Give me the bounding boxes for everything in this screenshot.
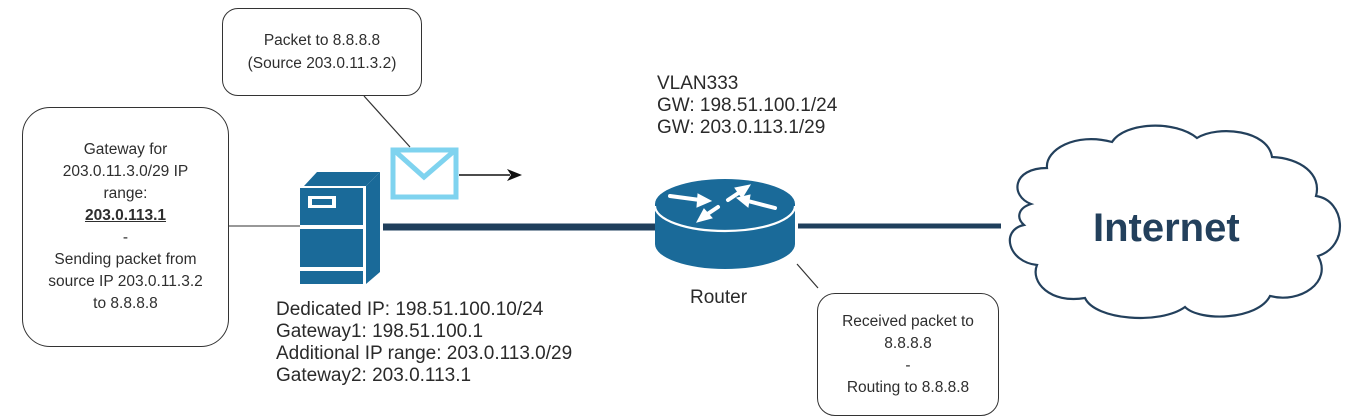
router-note-line: Received packet to: [842, 312, 974, 330]
packet-direction-arrow: [459, 169, 522, 181]
router-note-line: Routing to 8.8.8.8: [846, 378, 970, 396]
vlan-gateway-2: GW: 203.0.113.1/29: [657, 117, 826, 138]
cloud-icon: [1008, 124, 1342, 319]
router-label: Router: [690, 287, 748, 308]
gateway-note-line: Sending packet from: [54, 251, 197, 268]
server-info-label: Dedicated IP: 198.51.100.10/24 Gateway1:…: [276, 299, 572, 387]
packet-note-line: Packet to 8.8.8.8: [263, 32, 381, 49]
vlan-name: VLAN333: [657, 73, 739, 94]
vlan-gateway-1: GW: 198.51.100.1/24: [657, 95, 838, 116]
router-note-pointer: [796, 263, 819, 289]
server-gateway2: Gateway2: 203.0.113.1: [276, 365, 472, 386]
router-note-line: 8.8.8.8: [884, 334, 932, 352]
gateway-note-line: to 8.8.8.8: [93, 295, 158, 312]
server-icon[interactable]: [300, 172, 380, 284]
gateway-note-callout: Gateway for 203.0.11.3.0/29 IP range: 20…: [22, 107, 229, 347]
gateway-note-separator: -: [122, 229, 129, 246]
router-note-callout: Received packet to 8.8.8.8 - Routing to …: [817, 293, 999, 416]
envelope-icon: [390, 147, 459, 200]
server-gateway1: Gateway1: 198.51.100.1: [276, 321, 484, 342]
server-additional-range: Additional IP range: 203.0.113.0/29: [276, 343, 573, 364]
internet-label: Internet: [1093, 206, 1240, 250]
router-note-separator: -: [905, 356, 911, 374]
gateway-note-line: Gateway for: [83, 141, 168, 158]
gateway-ip-highlight: 203.0.113.1: [84, 207, 167, 224]
vlan-info-label: VLAN333 GW: 198.51.100.1/24 GW: 203.0.11…: [657, 73, 837, 139]
packet-note-line: (Source 203.0.11.3.2): [247, 55, 397, 72]
router-icon[interactable]: [653, 179, 797, 269]
gateway-note-line: range:: [103, 185, 148, 202]
packet-note-pointer: [363, 95, 411, 148]
gateway-note-line: 203.0.11.3.0/29 IP: [62, 163, 189, 180]
server-dedicated-ip: Dedicated IP: 198.51.100.10/24: [276, 299, 544, 320]
packet-note-callout: Packet to 8.8.8.8 (Source 203.0.11.3.2): [222, 8, 422, 96]
gateway-note-line: source IP 203.0.11.3.2: [48, 273, 203, 290]
